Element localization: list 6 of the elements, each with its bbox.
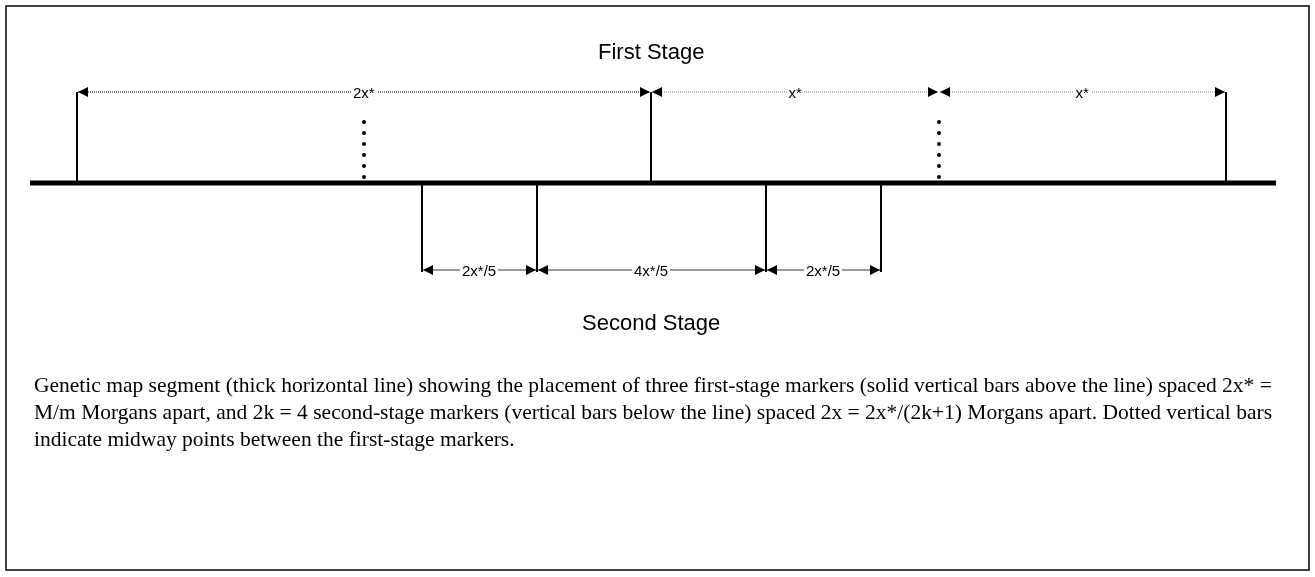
dimension-label: 4x*/5	[632, 262, 671, 278]
dimension-label: 2x*/5	[460, 262, 499, 278]
figure-caption: Genetic map segment (thick horizontal line) showing the placement of three first-stage markers (solid vertical bars above the line) spaced 2x* = M/m Morgans apart, and 2k = 4 second-stage markers (vertical bars below the line) spaced 2x = 2x*/(2k+1) Morgans apart. Dotted vertical bars indicate midway points between the first-stage markers.	[34, 372, 1274, 453]
stage-heading: First Stage	[598, 41, 705, 63]
dimension-label: 2x*/5	[804, 262, 843, 278]
stage-heading: Second Stage	[582, 312, 721, 334]
